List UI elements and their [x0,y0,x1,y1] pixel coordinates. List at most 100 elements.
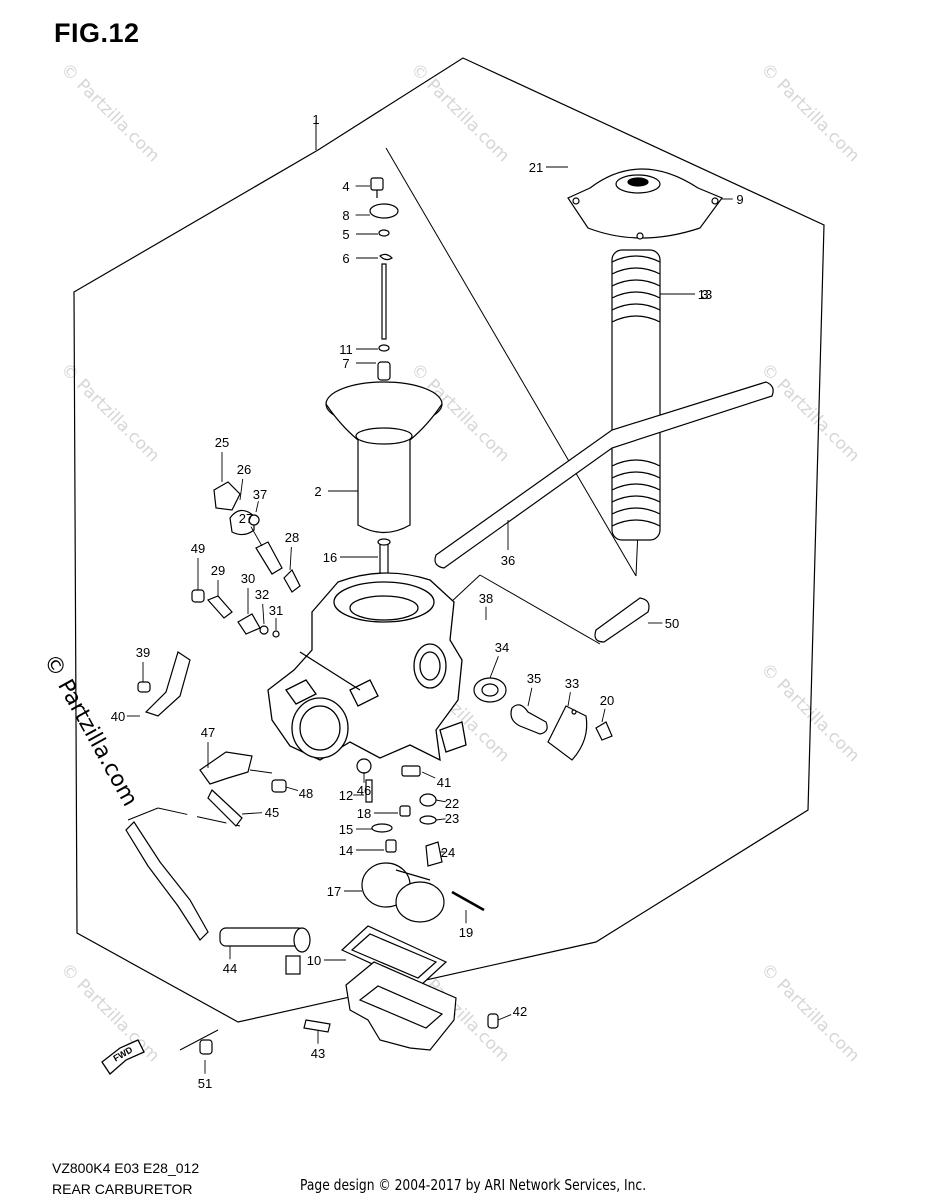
callout-43: 43 [311,1046,325,1061]
side-cover-group [473,677,613,761]
bowl-screws [199,1013,499,1055]
copyright-notice: Page design © 2004-2017 by ARI Network S… [300,1176,647,1194]
leader-line-41 [421,771,436,779]
leader-line-34 [489,656,499,679]
left-mid-small-parts [191,589,280,638]
watermark-tile: © Partzilla.com [756,59,863,166]
jet-parts-12-41-46 [356,758,421,803]
callout-36: 36 [501,553,515,568]
callout-34: 34 [495,640,509,655]
model-code-label: VZ800K4 E03 E28_012 [52,1160,200,1176]
callout-42: 42 [513,1004,527,1019]
callout-13: 13 [698,287,712,302]
callout-21: 21 [529,160,543,175]
callout-49: 49 [191,541,205,556]
callout-24: 24 [441,845,455,860]
callout-38: 38 [479,591,493,606]
leader-line-22 [435,799,446,803]
callout-28: 28 [285,530,299,545]
callout-33: 33 [565,676,579,691]
callout-22: 22 [445,796,459,811]
watermark-tile: © Partzilla.com [56,959,163,1066]
callout-3: 3 [701,287,708,302]
fwd-arrow-icon: FWD [101,1039,145,1075]
leader-line-20 [601,708,606,723]
leader-line-35 [527,687,533,707]
figure-title: FIG.12 [54,18,140,48]
watermark-tile: © Partzilla.com [56,59,163,166]
callout-25: 25 [215,435,229,450]
leader-line-48 [285,786,299,792]
callout-numbers: 1234567891011121314151617181920212223242… [111,112,744,1091]
leader-line-26 [239,478,244,501]
callout-27: 27 [239,511,253,526]
callout-35: 35 [527,671,541,686]
callout-51: 51 [198,1076,212,1091]
needle-parts-stack [369,177,399,381]
callout-1: 1 [312,112,319,127]
callout-20: 20 [600,693,614,708]
callout-29: 29 [211,563,225,578]
left-bracket-39-40 [137,651,191,717]
callout-2: 2 [314,484,321,499]
leader-line-27 [250,526,263,547]
piston-valve-part-2 [325,381,443,534]
watermark-layer: © Partzilla.com © Partzilla.com © Partzill… [56,59,863,1066]
callout-44: 44 [223,961,237,976]
callout-48: 48 [299,786,313,801]
choke-cable-44 [125,821,311,975]
callout-17: 17 [327,884,341,899]
throttle-bracket-47 [199,751,287,827]
float-part-17 [361,862,485,923]
callout-41: 41 [437,775,451,790]
hose-part-50 [594,597,650,643]
spring-part-3 [611,249,661,541]
callout-31: 31 [269,603,283,618]
callout-5: 5 [342,227,349,242]
leader-line-23 [435,818,446,821]
callout-6: 6 [342,251,349,266]
hose-part-36 [434,381,774,569]
float-valve-parts [371,793,443,867]
callout-47: 47 [201,725,215,740]
leader-line-32 [262,603,265,625]
callout-9: 9 [736,192,743,207]
leader-line-45 [241,812,263,815]
float-bowl-group [340,925,457,1051]
callout-30: 30 [241,571,255,586]
callout-26: 26 [237,462,251,477]
callout-14: 14 [339,843,353,858]
callout-23: 23 [445,811,459,826]
leader-line-33 [567,692,571,707]
callout-11: 11 [339,342,353,357]
callout-15: 15 [339,822,353,837]
callout-12: 12 [339,788,353,803]
callout-leaders [126,129,733,1074]
callout-50: 50 [665,616,679,631]
callout-39: 39 [136,645,150,660]
left-upper-small-parts [213,481,301,593]
callout-4: 4 [342,179,349,194]
callout-45: 45 [265,805,279,820]
watermark-tile: © Partzilla.com [56,359,163,466]
callout-8: 8 [342,208,349,223]
watermark-tile: © Partzilla.com [756,959,863,1066]
carburetor-body [267,572,467,762]
leader-line-37 [255,501,259,513]
callout-46: 46 [357,783,371,798]
top-cover-part-9 [567,168,723,240]
callout-16: 16 [323,550,337,565]
section-name-label: REAR CARBURETOR [52,1181,193,1197]
leader-line-42 [497,1014,512,1021]
callout-7: 7 [342,356,349,371]
callout-32: 32 [255,587,269,602]
assembly-boundary-outline [73,57,825,1023]
callout-19: 19 [459,925,473,940]
callout-40: 40 [111,709,125,724]
callout-37: 37 [253,487,267,502]
leader-line-28 [289,546,292,571]
guide-lines [127,120,639,1051]
callout-18: 18 [357,806,371,821]
